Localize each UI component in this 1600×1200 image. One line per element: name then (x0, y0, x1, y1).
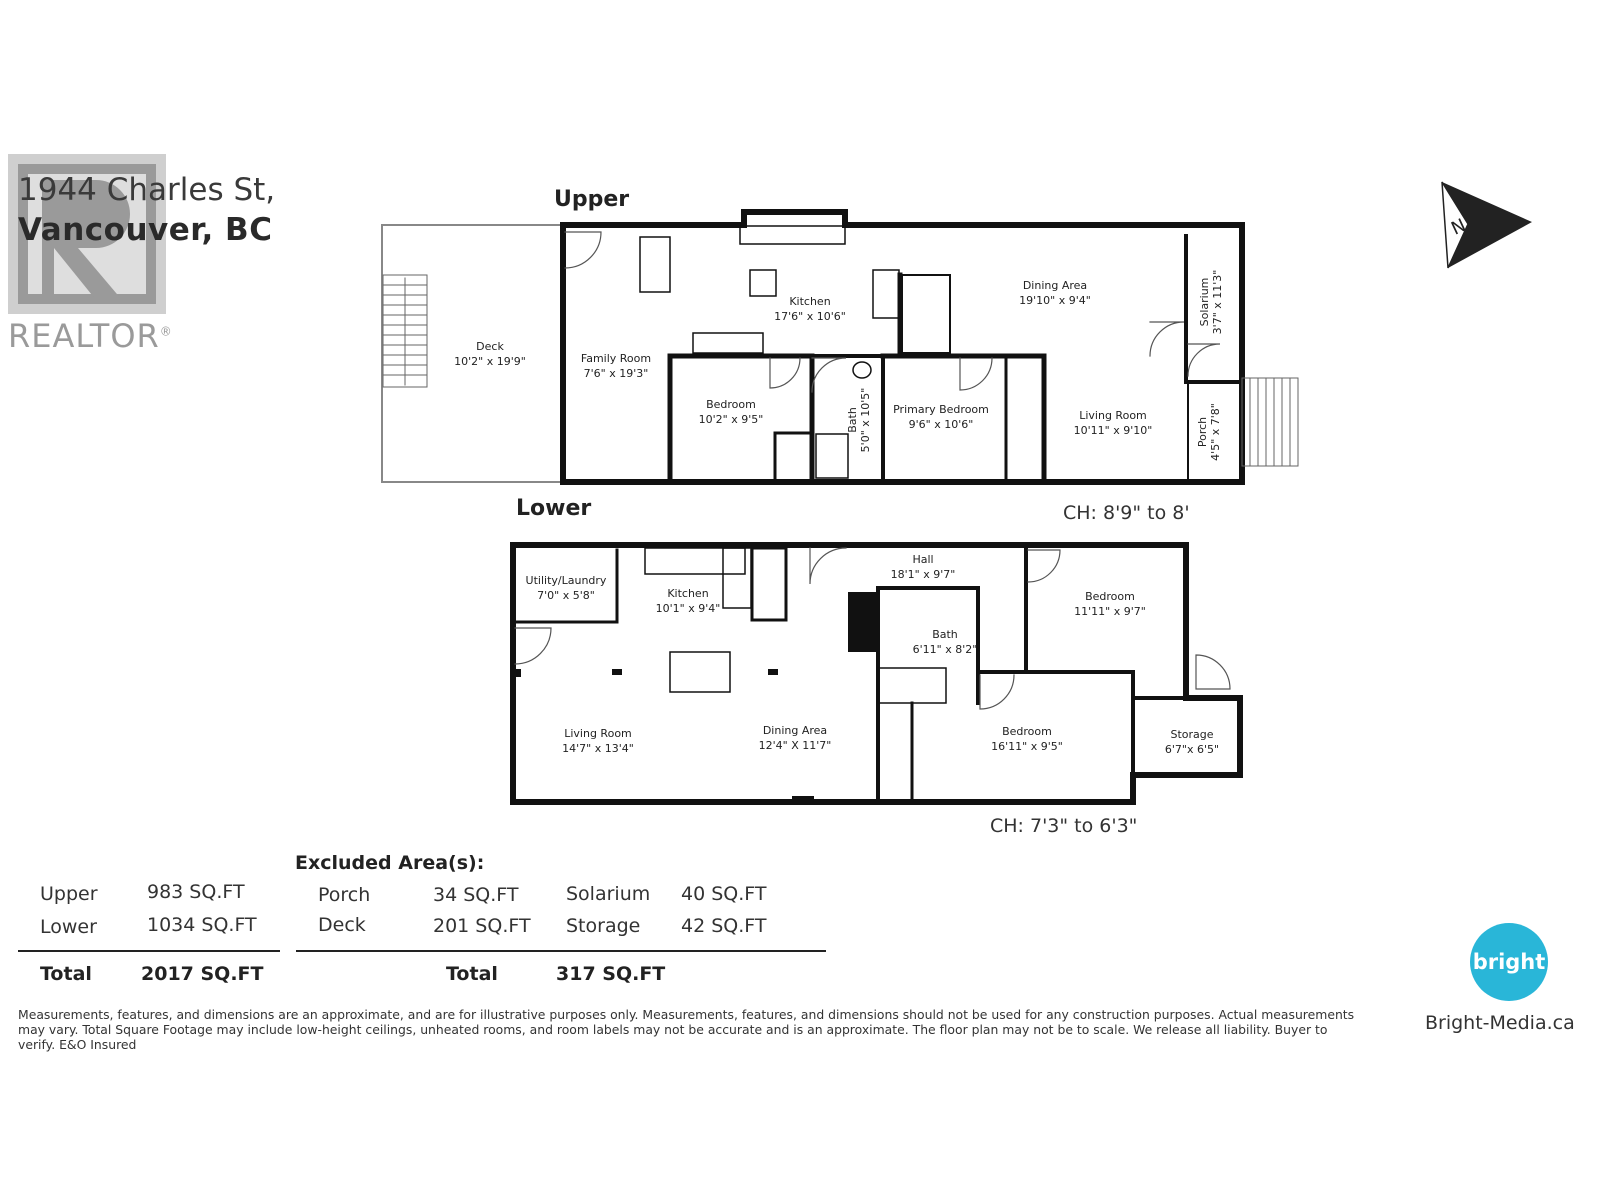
upper-title: Upper (554, 187, 630, 212)
area-lower-label: Lower (40, 916, 97, 938)
upper-bath-name: Bath (846, 407, 859, 433)
excluded-solarium-label: Solarium (566, 883, 651, 905)
upper-living-room-dim: 10'11" x 9'10" (1074, 424, 1153, 437)
address-line-1: 1944 Charles St, (18, 172, 276, 208)
excluded-deck-value: 201 SQ.FT (433, 915, 531, 937)
upper-dining-area-name: Dining Area (1023, 279, 1087, 292)
excluded-total-value: 317 SQ.FT (556, 963, 666, 985)
lower-storage-name: Storage (1170, 728, 1213, 741)
lower-kitchen-dim: 10'1" x 9'4" (656, 602, 721, 615)
lower-bedroom-2-dim: 16'11" x 9'5" (991, 740, 1063, 753)
lower-hall-dim: 18'1" x 9'7" (891, 568, 956, 581)
bright-logo-icon: bright (1470, 923, 1548, 1001)
lower-bath-dim: 6'11" x 8'2" (913, 643, 978, 656)
area-upper-value: 983 SQ.FT (147, 881, 245, 903)
area-total-value: 2017 SQ.FT (141, 963, 264, 985)
upper-family-room-dim: 7'6" x 19'3" (584, 367, 649, 380)
realtor-logo: REALTOR® (8, 154, 183, 355)
north-arrow-icon: N (1438, 178, 1538, 279)
lower-bath-name: Bath (932, 628, 958, 641)
registered-mark: ® (159, 324, 173, 339)
disclaimer: Measurements, features, and dimensions a… (18, 1007, 1355, 1052)
lower-bedroom-1-name: Bedroom (1085, 590, 1135, 603)
upper-family-room-name: Family Room (581, 352, 651, 365)
upper-deck-name: Deck (476, 340, 504, 353)
lower-dining-area-name: Dining Area (763, 724, 827, 737)
excluded-title: Excluded Area(s): (295, 852, 485, 874)
lower-bedroom-2-name: Bedroom (1002, 725, 1052, 738)
lower-kitchen-name: Kitchen (667, 587, 708, 600)
lower-living-room-name: Living Room (564, 727, 632, 740)
area-upper-label: Upper (40, 883, 98, 905)
upper-bedroom-name: Bedroom (706, 398, 756, 411)
porch-stairs-icon (1241, 377, 1299, 467)
lower-storage-dim: 6'7"x 6'5" (1165, 743, 1219, 756)
lower-utility-name: Utility/Laundry (526, 574, 607, 587)
area-lower-value: 1034 SQ.FT (147, 914, 257, 936)
excluded-solarium-value: 40 SQ.FT (681, 883, 767, 905)
upper-bedroom-dim: 10'2" x 9'5" (699, 413, 764, 426)
upper-porch-dim: 4'5" x 7'8" (1209, 403, 1222, 461)
upper-ceiling-height: CH: 8'9" to 8' (1063, 502, 1190, 524)
upper-kitchen-dim: 17'6" x 10'6" (774, 310, 846, 323)
excluded-porch-value: 34 SQ.FT (433, 884, 519, 906)
upper-kitchen-name: Kitchen (789, 295, 830, 308)
upper-bath-dim: 5'0" x 10'5" (859, 388, 872, 453)
realtor-r-icon (8, 154, 166, 314)
upper-dining-area-dim: 19'10" x 9'4" (1019, 294, 1091, 307)
lower-utility-dim: 7'0" x 5'8" (537, 589, 595, 602)
upper-solarium-name: Solarium (1198, 278, 1211, 327)
address-line-2: Vancouver, BC (18, 212, 273, 248)
upper-porch-name: Porch (1196, 417, 1209, 447)
lower-living-room-dim: 14'7" x 13'4" (562, 742, 634, 755)
area-table-rule (18, 950, 280, 952)
excluded-storage-value: 42 SQ.FT (681, 915, 767, 937)
lower-title: Lower (516, 496, 592, 521)
lower-hall-name: Hall (912, 553, 933, 566)
upper-deck-dim: 10'2" x 19'9" (454, 355, 526, 368)
upper-living-room-name: Living Room (1079, 409, 1147, 422)
area-total-label: Total (40, 963, 92, 985)
upper-primary-bedroom-name: Primary Bedroom (893, 403, 989, 416)
upper-primary-bedroom-dim: 9'6" x 10'6" (909, 418, 974, 431)
deck-stairs-icon (382, 274, 428, 388)
excluded-storage-label: Storage (566, 915, 641, 937)
realtor-wordmark: REALTOR (8, 317, 160, 355)
lower-ceiling-height: CH: 7'3" to 6'3" (990, 815, 1138, 837)
lower-bedroom-1-dim: 11'11" x 9'7" (1074, 605, 1146, 618)
bright-media-url: Bright-Media.ca (1425, 1012, 1575, 1034)
excluded-porch-label: Porch (318, 884, 371, 906)
excluded-total-label: Total (446, 963, 498, 985)
excluded-table-rule (296, 950, 826, 952)
excluded-deck-label: Deck (318, 914, 366, 936)
upper-solarium-dim: 3'7" x 11'3" (1211, 270, 1224, 335)
lower-dining-area-dim: 12'4" X 11'7" (759, 739, 832, 752)
